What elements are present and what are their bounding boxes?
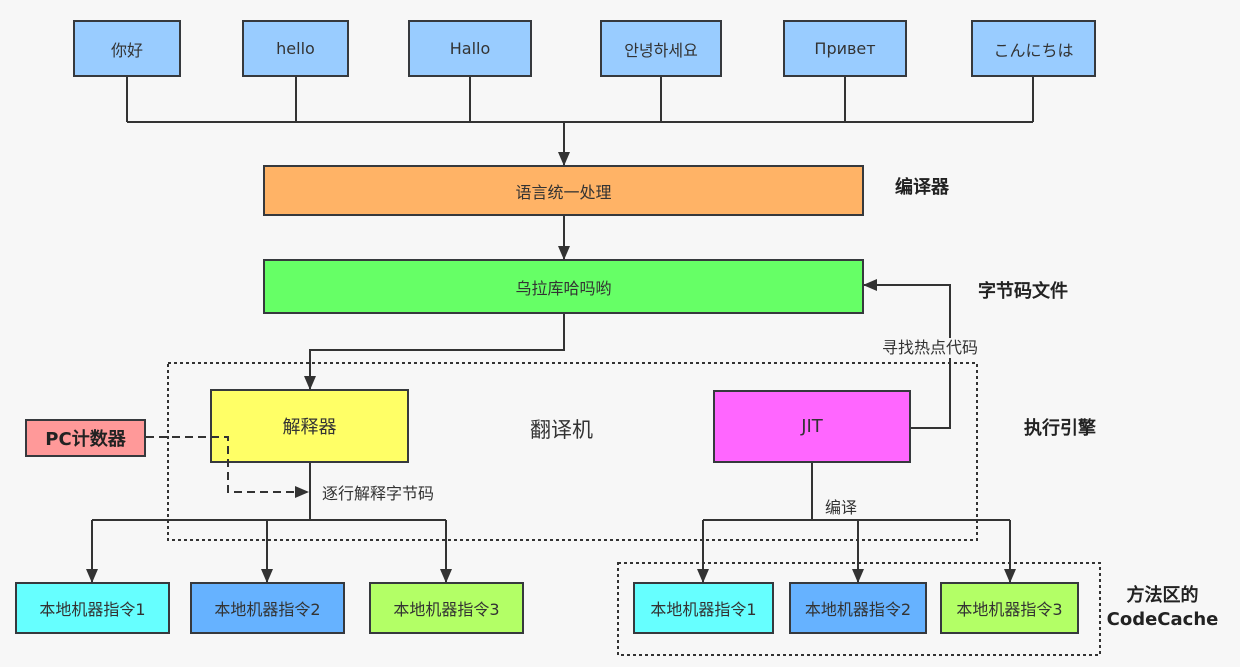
execution-engine-group [167, 362, 978, 541]
language-box-chinese: 你好 [73, 20, 181, 77]
jit-branch-line [703, 463, 1010, 521]
native-instruction-box-3: 本地机器指令3 [369, 582, 524, 634]
interpret-line-by-line-label: 逐行解释字节码 [322, 484, 435, 503]
interpreter-branch-line [92, 463, 446, 521]
native-instruction-box-2: 本地机器指令2 [190, 582, 345, 634]
language-box-japanese: こんにちは [971, 20, 1096, 77]
jit-box: JIT [713, 390, 911, 463]
language-box-german: Hallo [408, 20, 532, 77]
arrow-to-interpreter [304, 314, 565, 390]
language-merge-line [126, 77, 1034, 123]
bytecode-file-label: 字节码文件 [978, 281, 1068, 302]
code-cache-label-line2: CodeCache [1106, 609, 1219, 630]
pc-counter-dashed-arrow [146, 436, 309, 498]
language-box-english: hello [242, 20, 349, 77]
compile-label: 编译 [825, 498, 858, 517]
language-box-russian: Привет [783, 20, 907, 77]
cached-instruction-box-2: 本地机器指令2 [789, 582, 927, 634]
bytecode-box: 乌拉库哈吗哟 [263, 259, 864, 314]
interpreter-box: 解释器 [210, 389, 409, 463]
pc-counter-box: PC计数器 [25, 419, 146, 457]
translator-label: 翻译机 [530, 418, 593, 442]
compiler-label: 编译器 [895, 177, 949, 198]
code-cache-label: 方法区的 CodeCache [1100, 584, 1225, 632]
native-instruction-box-1: 本地机器指令1 [15, 582, 170, 634]
cached-instruction-box-3: 本地机器指令3 [940, 582, 1079, 634]
unified-processing-box: 语言统一处理 [263, 165, 864, 216]
execution-engine-label: 执行引擎 [1024, 418, 1096, 439]
cached-instruction-box-1: 本地机器指令1 [633, 582, 774, 634]
code-cache-label-line1: 方法区的 [1126, 585, 1199, 606]
language-box-korean: 안녕하세요 [600, 20, 722, 77]
find-hotspot-code-label: 寻找热点代码 [880, 338, 981, 358]
